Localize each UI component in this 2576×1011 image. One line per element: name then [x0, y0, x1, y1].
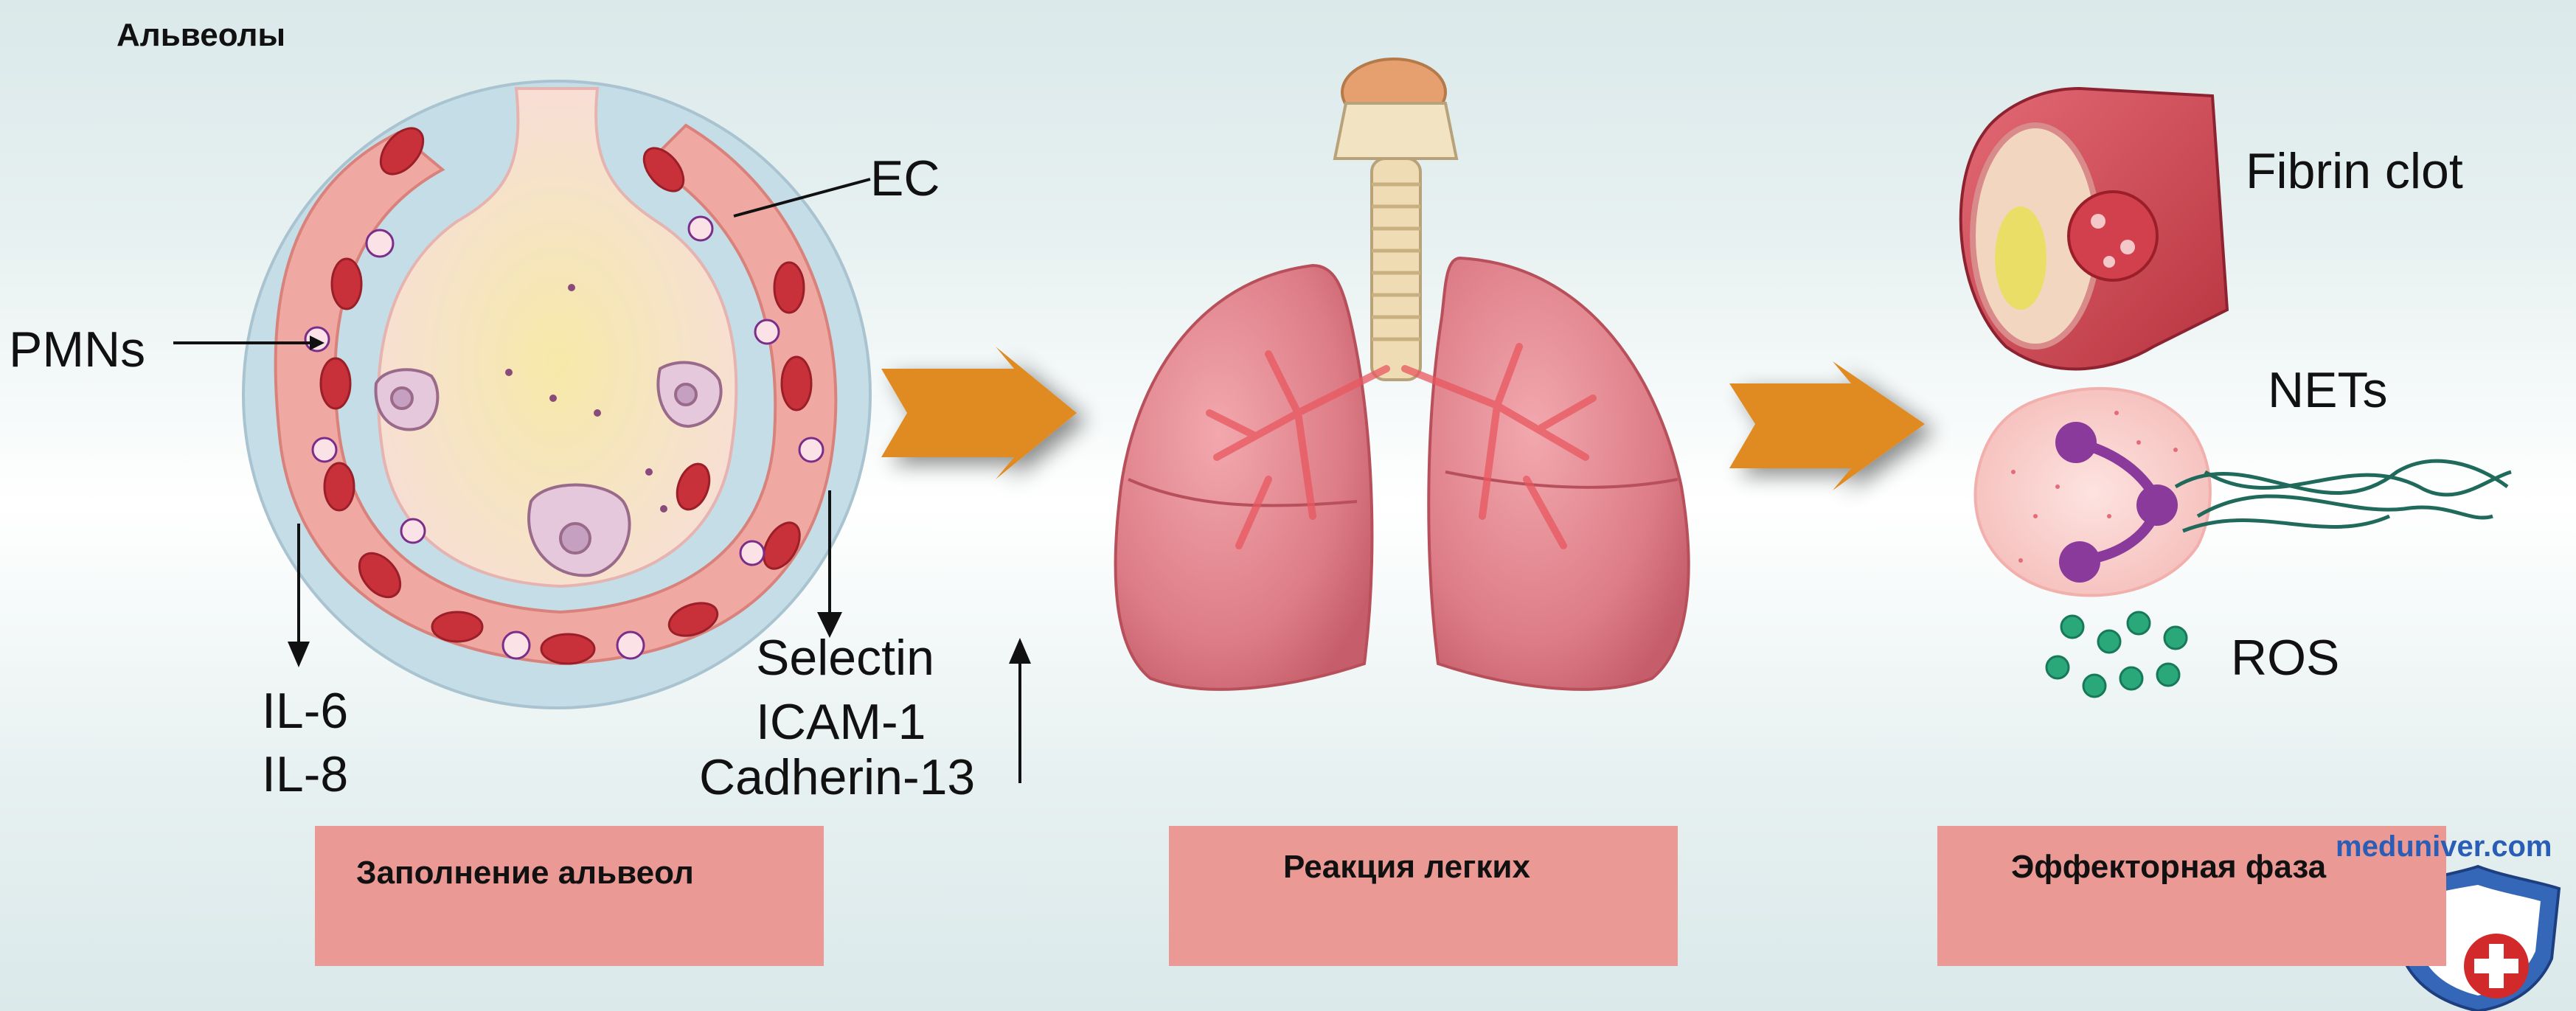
- stage-box-effector-phase: Эффекторная фаза: [1937, 826, 2446, 966]
- ros-particles: [2045, 611, 2188, 698]
- lungs-illustration: [1114, 58, 1690, 691]
- annotation-lines: [173, 178, 1021, 783]
- label-pmns: PMNs: [9, 322, 146, 378]
- stage-box-lung-reaction: Реакция легких: [1169, 826, 1678, 966]
- label-icam: ICAM-1: [756, 694, 926, 750]
- label-ec: EC: [870, 150, 940, 206]
- sac-particles: [505, 284, 667, 513]
- stage-arrow-1: [881, 347, 1077, 479]
- pmn-cells: [304, 215, 824, 660]
- label-il6: IL-6: [262, 683, 349, 739]
- label-cadherin: Cadherin-13: [699, 749, 976, 805]
- alveolar-sac: [377, 87, 738, 588]
- macrophages: [374, 361, 723, 577]
- red-blood-cells: [319, 127, 813, 665]
- stage-label-alveoli-filling: Заполнение альвеол: [356, 855, 694, 891]
- capillary-wall: [274, 123, 838, 666]
- label-nets: NETs: [2268, 362, 2388, 418]
- arrowheads: [288, 336, 1031, 667]
- label-selectin: Selectin: [756, 630, 934, 686]
- nets-illustration: [1973, 386, 2512, 597]
- stage-label-effector-phase: Эффекторная фаза: [2011, 849, 2327, 885]
- label-il8: IL-8: [262, 746, 349, 802]
- fibrin-clot-illustration: [1959, 86, 2229, 371]
- stage-arrow-2: [1729, 361, 1925, 490]
- page-title: Альвеолы: [117, 17, 286, 53]
- label-ros: ROS: [2231, 630, 2340, 686]
- stage-label-lung-reaction: Реакция легких: [1283, 849, 1530, 885]
- stage-box-alveoli-filling: Заполнение альвеол: [315, 826, 824, 966]
- label-fibrin-clot: Fibrin clot: [2246, 143, 2463, 199]
- watermark-text[interactable]: meduniver.com: [2336, 830, 2552, 863]
